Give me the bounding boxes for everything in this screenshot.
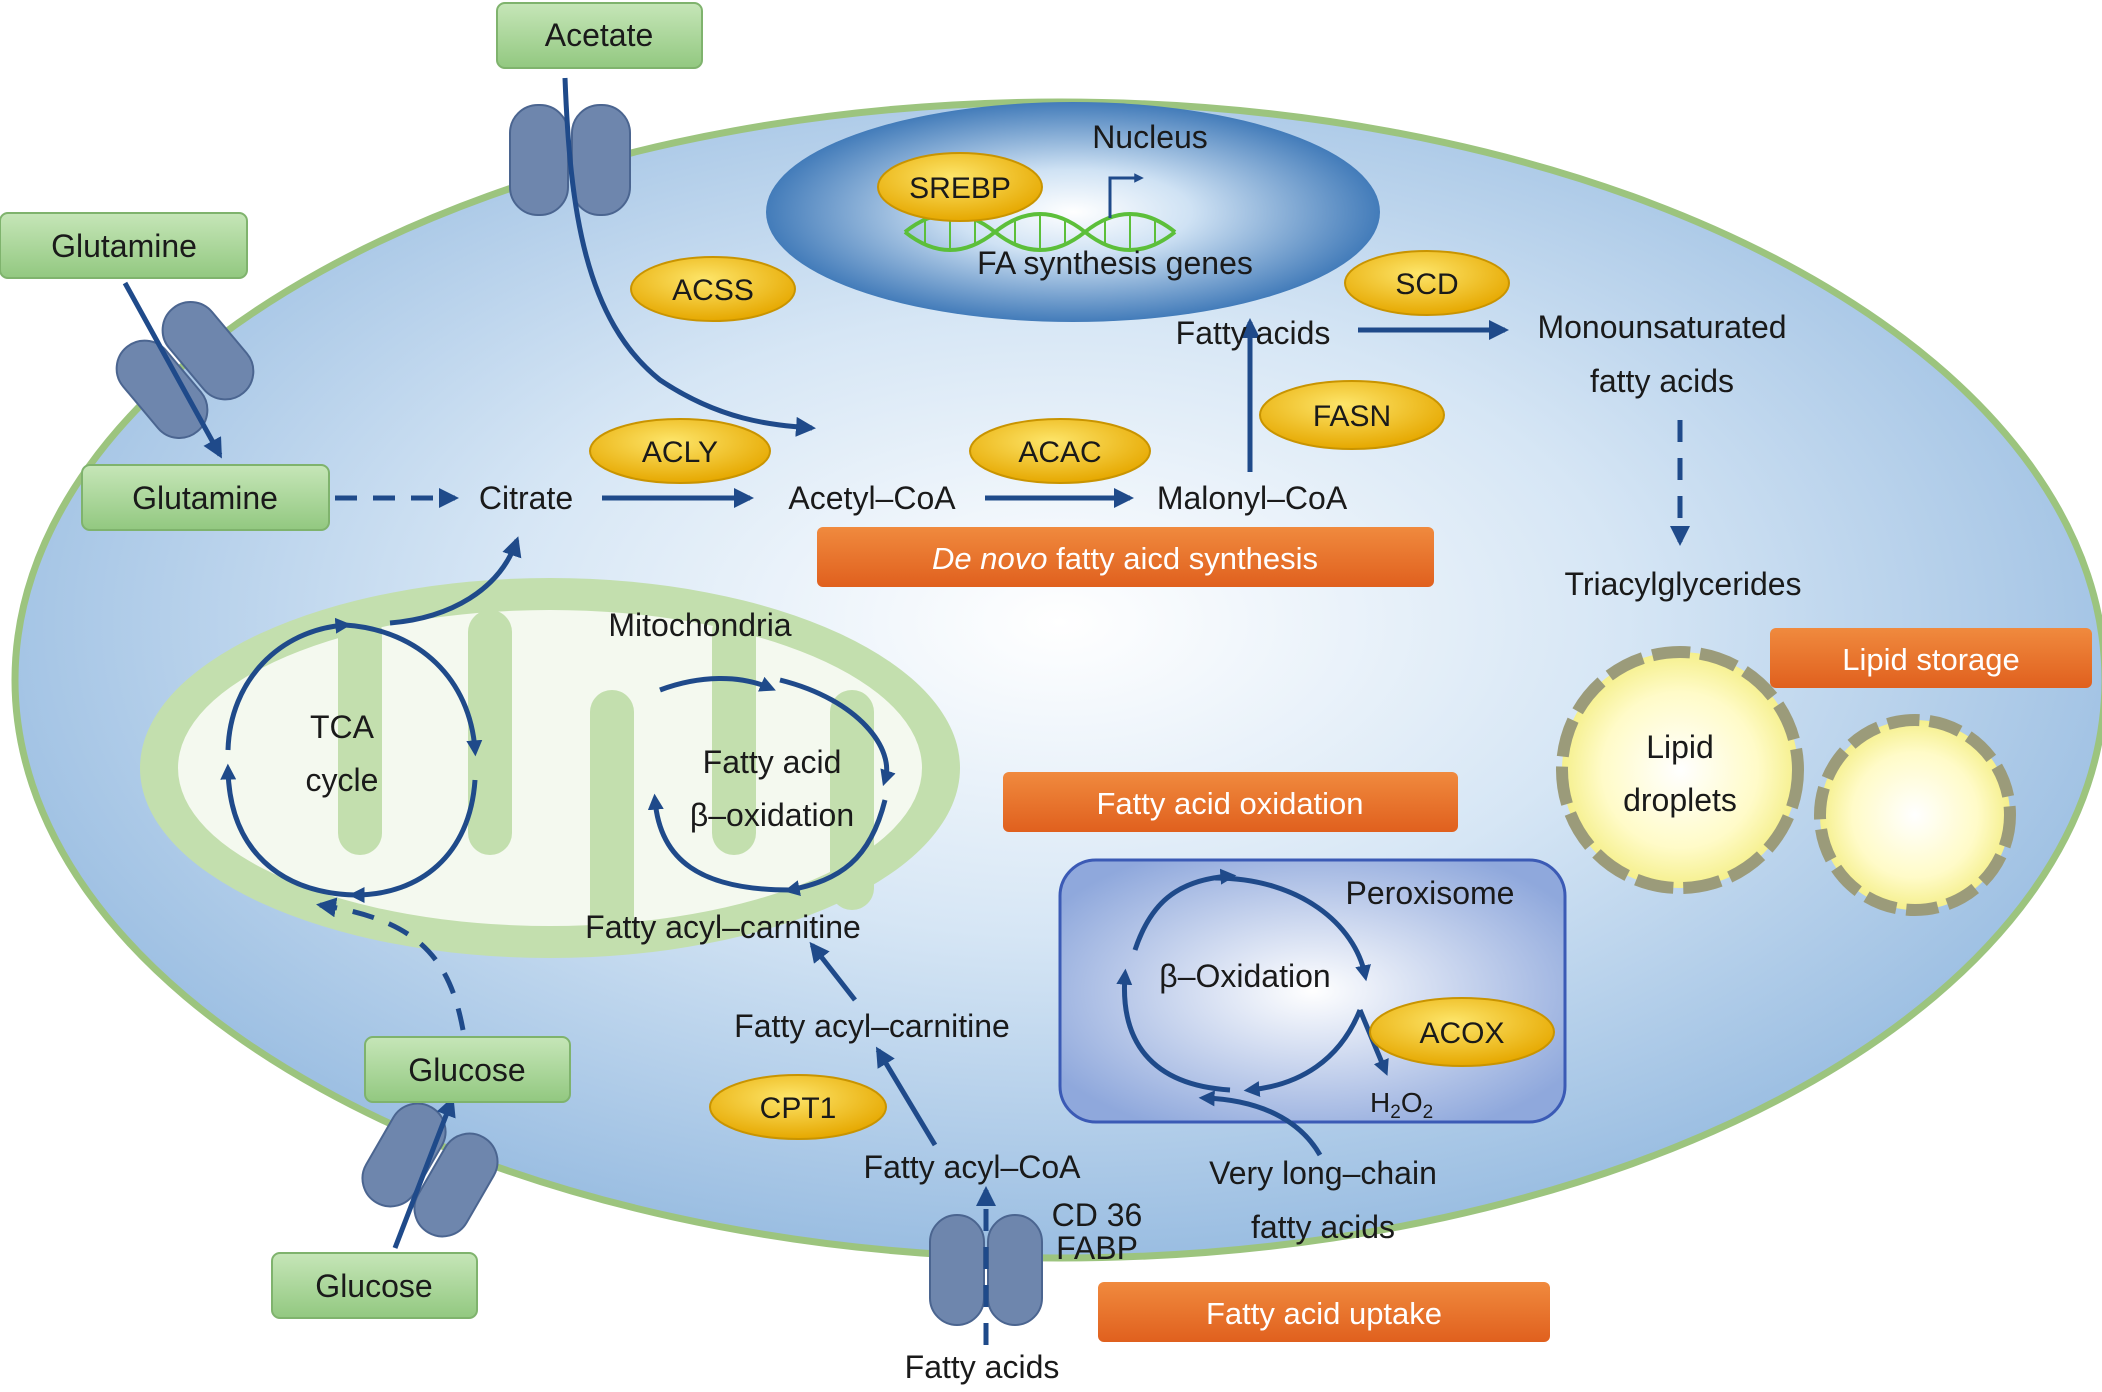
- svg-text:Glutamine: Glutamine: [132, 480, 278, 516]
- svg-text:CPT1: CPT1: [760, 1092, 837, 1125]
- svg-text:ACSS: ACSS: [672, 274, 754, 307]
- enzyme-cpt1: CPT1: [709, 1074, 887, 1140]
- fa-synthesis-genes-label: FA synthesis genes: [977, 245, 1253, 281]
- process-fa-uptake: Fatty acid uptake: [1098, 1282, 1550, 1342]
- process-lipid-storage: Lipid storage: [1770, 628, 2092, 688]
- very-long-chain-label-1: Very long–chain: [1209, 1155, 1437, 1191]
- enzyme-acac: ACAC: [969, 418, 1151, 484]
- svg-text:ACLY: ACLY: [642, 436, 718, 469]
- lipid-droplets-label-2: droplets: [1623, 782, 1737, 818]
- glucose-import-arrow: [392, 1096, 456, 1249]
- very-long-chain-label-2: fatty acids: [1251, 1209, 1395, 1245]
- svg-text:Glucose: Glucose: [408, 1052, 525, 1088]
- svg-text:Glutamine: Glutamine: [51, 228, 197, 264]
- fatty-acyl-coa-label: Fatty acyl–CoA: [864, 1149, 1082, 1185]
- lipid-droplet-1: [1556, 646, 1804, 894]
- acetate-import-arrow: [562, 77, 816, 437]
- mitochondria-label: Mitochondria: [608, 607, 791, 643]
- fa-beta-label-2: β–oxidation: [690, 797, 854, 833]
- acetate-transporter: [509, 104, 631, 216]
- lipid-droplet-2: [1814, 714, 2016, 916]
- fatty-acids-top-label: Fatty acids: [1176, 315, 1331, 351]
- tca-to-citrate-arrow: [389, 536, 522, 626]
- svg-text:ACOX: ACOX: [1419, 1017, 1504, 1050]
- tca-label-2: cycle: [306, 762, 379, 798]
- fa-beta-label-1: Fatty acid: [703, 744, 842, 780]
- process-de-novo-synthesis: De novo fatty aicd synthesis: [817, 527, 1434, 587]
- fa-beta-oxidation-cycle: [647, 676, 896, 896]
- svg-text:Fatty acid oxidation: Fatty acid oxidation: [1096, 786, 1363, 821]
- nucleus-label: Nucleus: [1092, 119, 1208, 155]
- process-fa-oxidation: Fatty acid oxidation: [1003, 772, 1458, 832]
- monounsaturated-label-1: Monounsaturated: [1537, 309, 1786, 345]
- fatty-acid-transporter: [929, 1214, 1043, 1326]
- fatty-acyl-carnitine-outer-label: Fatty acyl–carnitine: [734, 1008, 1010, 1044]
- svg-text:Fatty acid uptake: Fatty acid uptake: [1206, 1296, 1442, 1331]
- acetate-outside-box: Acetate: [496, 2, 703, 69]
- acylcarnitine-import-arrow: [809, 941, 857, 1002]
- cd36-label: CD 36: [1052, 1197, 1143, 1233]
- glucose-to-tca-arrow: [316, 897, 466, 1031]
- enzyme-scd: SCD: [1344, 250, 1510, 316]
- svg-text:ACAC: ACAC: [1018, 436, 1101, 469]
- glutamine-inside-box: Glutamine: [81, 464, 330, 531]
- tca-label-1: TCA: [310, 709, 375, 745]
- enzyme-srebp: SREBP: [877, 152, 1043, 222]
- fatty-acyl-carnitine-inner-label: Fatty acyl–carnitine: [585, 909, 861, 945]
- beta-oxidation-label: β–Oxidation: [1159, 958, 1330, 994]
- glucose-inside-box: Glucose: [364, 1036, 571, 1103]
- transcription-arrow: [1108, 173, 1144, 218]
- svg-text:SREBP: SREBP: [909, 172, 1011, 205]
- acylcoa-to-acylcarnitine-arrow: [875, 1046, 938, 1147]
- tca-cycle: [220, 617, 483, 903]
- nucleus: [766, 102, 1380, 322]
- glutamine-transporter: [115, 301, 255, 439]
- glucose-outside-box: Glucose: [271, 1252, 478, 1319]
- enzyme-fasn: FASN: [1259, 380, 1445, 450]
- acetyl-coa-label: Acetyl–CoA: [788, 480, 956, 516]
- peroxisomal-beta-oxidation-cycle: [1116, 868, 1389, 1157]
- malonyl-coa-label: Malonyl–CoA: [1157, 480, 1348, 516]
- h2o2-label: H2O2: [1370, 1087, 1433, 1123]
- fabp-label: FABP: [1056, 1230, 1138, 1266]
- enzyme-acly: ACLY: [589, 418, 771, 484]
- svg-text:Lipid storage: Lipid storage: [1842, 642, 2020, 677]
- triacylglycerides-label: Triacylglycerides: [1564, 566, 1801, 602]
- svg-text:FASN: FASN: [1313, 400, 1391, 433]
- svg-text:De novo fatty aicd synthesis: De novo fatty aicd synthesis: [932, 541, 1318, 576]
- lipid-droplets-label-1: Lipid: [1646, 729, 1714, 765]
- enzyme-acox: ACOX: [1369, 997, 1555, 1067]
- enzyme-acss: ACSS: [630, 256, 796, 322]
- citrate-label: Citrate: [479, 480, 573, 516]
- glutamine-import-arrow: [122, 281, 223, 459]
- cell-membrane: [11, 98, 2102, 1262]
- svg-text:SCD: SCD: [1395, 268, 1458, 301]
- glutamine-outside-box: Glutamine: [0, 212, 248, 279]
- svg-text:Glucose: Glucose: [315, 1268, 432, 1304]
- monounsaturated-label-2: fatty acids: [1590, 363, 1734, 399]
- fatty-acids-bottom-label: Fatty acids: [905, 1349, 1060, 1385]
- glucose-transporter: [361, 1102, 499, 1238]
- peroxisome-label: Peroxisome: [1346, 875, 1515, 911]
- svg-text:Acetate: Acetate: [545, 17, 654, 53]
